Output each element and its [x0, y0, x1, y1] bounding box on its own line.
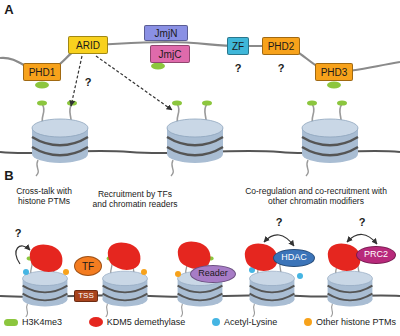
nucleosome-a	[32, 100, 358, 176]
acetyl-lysine-mark	[23, 269, 29, 275]
panel-letter: A	[4, 3, 13, 18]
curved-arrow	[16, 246, 30, 264]
nucleosome-a	[167, 100, 223, 176]
domain-box: JmjC	[150, 45, 190, 63]
other-ptm-mark	[175, 271, 181, 277]
question-mark: ?	[15, 227, 22, 240]
h3k4me3-binding-mark	[327, 82, 341, 89]
legend: H3K4me3 KDM5 demethylase Acetyl-Lysine Othe…	[4, 314, 396, 330]
factor-oval: PRC2	[356, 246, 395, 264]
node-text: JmjN	[155, 28, 178, 39]
node-text: ARID	[76, 40, 100, 51]
node-text: PRC2	[364, 250, 388, 260]
panel-letter: B	[4, 169, 13, 184]
legend-text: KDM5 demethylase	[107, 317, 186, 327]
legend-entry: Other histone PTMs	[304, 317, 396, 327]
dashed-arrow	[71, 56, 82, 106]
node-text: PHD1	[29, 67, 56, 78]
node-text: ZF	[232, 41, 244, 52]
kdm5-demethylase	[30, 244, 63, 272]
kdm5-demethylase	[108, 242, 141, 270]
dashed-arrow	[71, 56, 172, 110]
legend-entry: KDM5 demethylase	[89, 317, 186, 327]
domain-box: ZF	[227, 37, 249, 55]
curved-arrow	[264, 235, 294, 246]
domain-box: PHD2	[262, 37, 300, 55]
node-text: TF	[82, 261, 94, 272]
site-tag: TSS	[74, 290, 98, 303]
other-ptm-mark	[63, 269, 69, 275]
factor-oval: Reader	[190, 265, 236, 283]
question-mark: ?	[276, 216, 283, 229]
legend-swatch	[304, 318, 312, 326]
domain-box: PHD1	[23, 63, 61, 81]
h3k4me3-binding-mark	[35, 63, 341, 89]
factor-oval: TF	[74, 256, 102, 276]
legend-entry: H3K4me3	[4, 317, 62, 327]
h3k4me3-binding-mark	[151, 63, 165, 70]
question-mark: ?	[235, 62, 242, 75]
section-heading: Co-regulation and co-recruitment with ot…	[240, 187, 392, 207]
legend-text: Acetyl-Lysine	[224, 317, 277, 327]
node-text: TSS	[78, 292, 94, 301]
node-text: PHD2	[268, 41, 295, 52]
domain-box: PHD3	[315, 63, 353, 81]
question-mark: ?	[359, 216, 366, 229]
legend-swatch	[89, 317, 103, 327]
domain-box: JmjN	[144, 25, 188, 41]
acetyl-lysine-mark	[297, 273, 303, 279]
kdm5-demethylase	[328, 243, 361, 271]
node-text: HDAC	[281, 253, 307, 263]
legend-text: Other histone PTMs	[316, 317, 396, 327]
section-heading: Recruitment by TFs and chromatin readers	[92, 190, 178, 210]
nucleosome-a	[32, 100, 88, 176]
legend-entry: Acetyl-Lysine	[212, 317, 277, 327]
node-text: JmjC	[159, 49, 182, 60]
node-text: Reader	[198, 269, 228, 279]
nucleosome-a	[302, 100, 358, 176]
section-heading: Cross-talk with histone PTMs	[2, 187, 86, 207]
question-mark: ?	[278, 62, 285, 75]
other-ptm-mark	[141, 269, 147, 275]
dashed-arrow	[96, 56, 172, 110]
curved-arrow	[347, 234, 377, 244]
node-text: PHD3	[321, 67, 348, 78]
curved-arrow	[16, 234, 377, 264]
legend-text: H3K4me3	[22, 317, 62, 327]
domain-box: ARID	[68, 36, 108, 54]
legend-swatch	[212, 318, 220, 326]
factor-oval: HDAC	[273, 249, 314, 267]
legend-swatch	[4, 319, 18, 326]
h3k4me3-binding-mark	[35, 82, 49, 89]
question-mark: ?	[85, 76, 92, 89]
